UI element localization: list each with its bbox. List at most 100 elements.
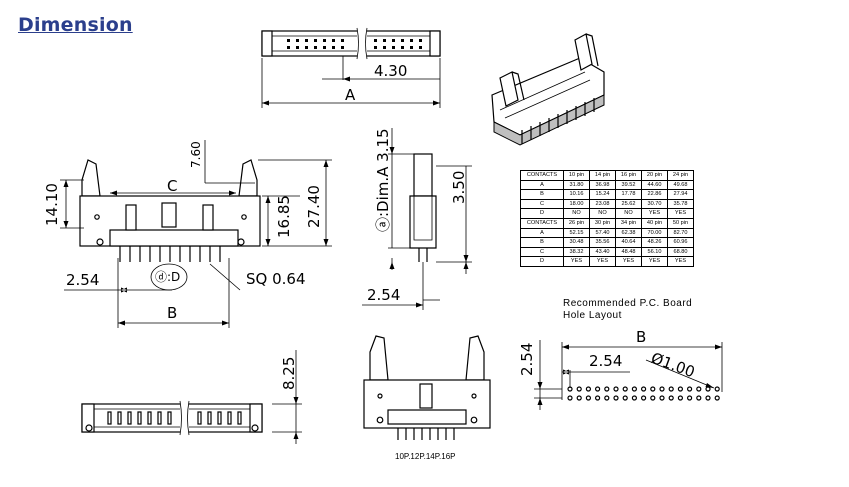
pin-square [374,46,377,49]
table-cell: YES [563,256,590,267]
pcb-hole [705,386,711,392]
pin-slot [237,411,242,425]
table-cell: YES [641,256,668,267]
table-cell: 60.96 [667,237,694,248]
pin-square [374,39,377,42]
isometric-view [491,33,605,146]
table-cell: 52.15 [563,227,590,239]
pin-square [332,39,335,42]
pin-slot [147,411,152,425]
table-cell: 35.78 [667,198,694,210]
bottom-view: 8.25 [81,350,302,444]
pcb-hole [659,386,665,392]
pin-square [305,39,308,42]
table-cell: NO [589,208,616,219]
table-cell: 30 pin [589,217,616,229]
table-cell: 22.86 [641,189,668,200]
row-label: CONTACTS [520,217,564,229]
dim-16-85: 16.85 [275,195,293,238]
pcb-hole [686,395,693,401]
pin-slot [117,411,122,425]
pin-square [296,46,299,49]
table-cell: 48.48 [615,246,642,258]
table-cell: 35.56 [589,237,616,248]
pin-square [341,46,344,49]
dim-8-25: 8.25 [280,357,298,390]
table-cell: YES [615,256,642,267]
row-label: D [520,256,564,267]
pcb-hole [604,395,610,401]
pin-square [314,39,317,42]
pin-square [410,46,413,49]
pcb-hole [705,395,711,401]
row-label: CONTACTS [520,170,564,181]
table-cell: 43.40 [589,246,616,258]
pcb-hole [585,386,592,392]
pcb-hole [677,386,684,392]
pin-square [383,46,386,49]
dim-2-54-pcb-vertical: 2.54 [518,343,536,376]
front-view: C 7.60 14.10 16.85 27.40 2.54 ⓓ:D SQ 0.6… [43,140,332,328]
pin-slot [227,411,232,425]
dim-phi: Ø1.00 [649,349,698,381]
pcb-hole [576,395,582,401]
row-label: A [520,179,564,191]
table-cell: 10 pin [563,170,590,181]
row-label: B [520,237,564,248]
table-cell: 31.80 [563,179,590,191]
pcb-hole [668,395,674,401]
dim-a-top: A [345,86,356,104]
table-cell: 15.24 [589,189,616,200]
page-title: Dimension [18,14,133,36]
table-cell: 36.98 [589,179,616,191]
table-cell: YES [667,208,694,219]
pin-square [305,46,308,49]
pcb-hole [613,386,619,392]
side-view: ⓐ:Dim.A 3.15 3.50 2.54 [362,128,472,310]
table-cell: 17.78 [615,189,642,200]
pin-slot [207,411,212,425]
table-cell: 50 pin [667,217,694,229]
pcb-hole [604,386,610,392]
pcb-hole [640,386,647,392]
pcb-title-line-2: Hole Layout [563,310,622,321]
pcb-hole [659,395,665,401]
pin-square [323,39,326,42]
pin-slot [127,411,132,425]
table-cell: 57.40 [589,227,616,239]
dim-4-30: 4.30 [374,62,407,80]
table-cell: 25.62 [615,198,642,210]
dim-b-pcb: B [636,328,646,346]
dim-2-54-pcb-horizontal: 2.54 [589,352,622,370]
pin-caption: 10P.12P.14P.16P [395,452,456,461]
pin-slot [197,411,202,425]
pcb-hole [714,386,720,392]
front-view-small: 10P.12P.14P.16P [363,335,491,461]
pcb-hole [567,395,573,401]
dim-c: C [167,177,177,195]
row-label: C [520,198,564,210]
pcb-hole [686,386,693,392]
row-label: A [520,227,564,239]
pcb-title-line-1: Recommended P.C. Board [563,298,692,309]
table-cell: 30.48 [563,237,590,248]
pin-square [401,39,404,42]
pin-square [392,39,395,42]
pcb-hole [631,395,638,401]
table-cell: 49.68 [667,179,694,191]
pcb-hole [631,386,638,392]
pin-square [323,46,326,49]
table-cell: 82.70 [667,227,694,239]
pin-square [419,39,422,42]
pcb-hole-layout: Recommended P.C. Board Hole Layout B 2.5… [518,298,723,410]
table-cell: 39.52 [615,179,642,191]
table-cell: 70.00 [641,227,668,239]
table-cell: NO [615,208,642,219]
